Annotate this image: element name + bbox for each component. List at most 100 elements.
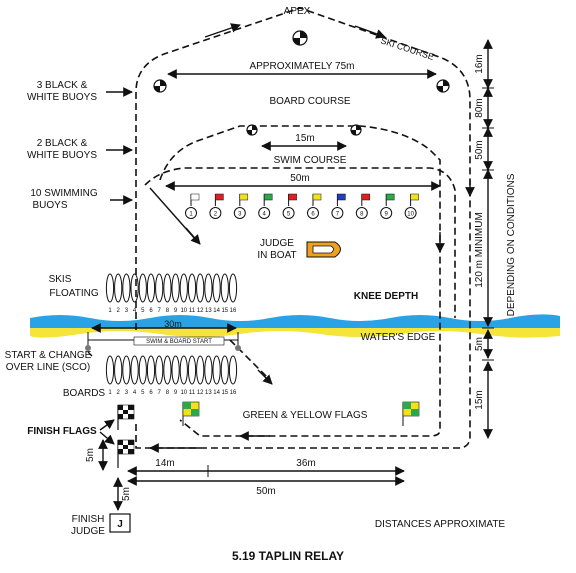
right-corner-buoy-icon xyxy=(436,79,450,93)
board-number: 2 xyxy=(117,390,121,396)
buoy-flag-icon xyxy=(190,193,200,201)
label-right-50m: 50m xyxy=(474,140,485,159)
ski-number: 12 xyxy=(197,308,204,314)
board-number: 3 xyxy=(125,390,129,396)
ski-icon xyxy=(196,273,205,303)
label-swim-board-start: SWIM & BOARD START xyxy=(146,339,212,345)
label-distances-approx: DISTANCES APPROXIMATE xyxy=(375,519,506,530)
buoy-circle xyxy=(185,207,197,219)
buoy-circle xyxy=(355,207,368,219)
label-sco-1: START & CHANGE xyxy=(5,350,92,361)
ski-number: 9 xyxy=(174,308,178,314)
board-icon xyxy=(187,355,197,385)
buoy-number: 2 xyxy=(214,212,218,218)
label-depending: DEPENDING ON CONDITIONS xyxy=(506,173,517,316)
arrow-sco xyxy=(87,351,93,357)
buoy-flag-icon xyxy=(410,193,419,201)
finish-flag-bottom-icon xyxy=(117,439,135,468)
buoy-flag-icon xyxy=(312,193,322,201)
ski-number: 14 xyxy=(213,308,220,314)
buoy-number: 7 xyxy=(336,212,340,218)
buoy-number: 4 xyxy=(263,212,267,218)
buoy-circle xyxy=(307,207,319,219)
board-number: 14 xyxy=(213,390,220,396)
label-swim-course: SWIM COURSE xyxy=(274,155,347,166)
label-boards: BOARDS xyxy=(63,388,106,399)
label-3-buoys-2: WHITE BUOYS xyxy=(27,92,97,103)
label-3-buoys-1: 3 BLACK & xyxy=(37,80,88,91)
arrow-finish-flag-top xyxy=(99,419,115,431)
buoy-number: 8 xyxy=(360,212,364,218)
board-icon xyxy=(146,355,156,385)
label-50m-bottom: 50m xyxy=(256,486,275,497)
label-14m: 14m xyxy=(155,458,174,469)
buoy-flag-icon xyxy=(337,193,346,201)
label-green-yellow-flags: GREEN & YELLOW FLAGS xyxy=(243,410,368,421)
label-knee-depth: KNEE DEPTH xyxy=(354,291,418,302)
swim-board-start-box xyxy=(133,336,225,346)
ski-icon xyxy=(146,273,156,303)
ski-number: 15 xyxy=(221,308,228,314)
board-icon xyxy=(212,355,221,385)
swim-course-path xyxy=(144,167,456,318)
swim-buoy-7: 7 xyxy=(331,193,346,219)
ski-number: 11 xyxy=(189,308,196,314)
board-icon xyxy=(138,355,147,385)
label-board-course: BOARD COURSE xyxy=(269,96,350,107)
label-skis-2: FLOATING xyxy=(49,288,98,299)
buoy-number: 6 xyxy=(311,212,315,218)
finish-flag-top-icon xyxy=(117,404,135,430)
apex-buoy-icon xyxy=(292,30,308,46)
board-icon xyxy=(163,355,172,385)
label-2-buoys-1: 2 BLACK & xyxy=(37,138,88,149)
swim-buoy-9: 9 xyxy=(380,193,395,219)
label-36m: 36m xyxy=(296,458,315,469)
label-right-80m: 80m xyxy=(474,98,485,117)
label-finish-judge-1: FINISH xyxy=(72,514,105,525)
label-right-16m: 16m xyxy=(474,54,485,73)
ski-icon xyxy=(187,273,197,303)
board-icon xyxy=(220,355,229,385)
ski-icon xyxy=(212,273,221,303)
judge-boat-icon xyxy=(306,241,341,258)
label-2-buoys-2: WHITE BUOYS xyxy=(27,150,97,161)
right-dimension-scale xyxy=(482,39,494,439)
ski-icon xyxy=(179,273,188,303)
board-icon xyxy=(179,355,188,385)
ski-number: 5 xyxy=(141,308,145,314)
board-number: 5 xyxy=(141,390,145,396)
left-corner-buoy-icon xyxy=(153,79,167,93)
ski-icon xyxy=(204,273,213,303)
swim-buoy-2: 2 xyxy=(209,193,224,219)
label-finish-flags: FINISH FLAGS xyxy=(27,426,97,437)
swim-buoy-3: 3 xyxy=(233,193,249,219)
ski-course-path xyxy=(135,7,471,449)
label-5m-judge: 5m xyxy=(121,487,132,501)
label-75m: APPROXIMATELY 75m xyxy=(249,61,354,72)
caption: 5.19 TAPLIN RELAY xyxy=(232,549,344,563)
green-yellow-flag-left-icon xyxy=(182,401,200,426)
board-number: 16 xyxy=(230,390,237,396)
buoy-number: 10 xyxy=(407,212,414,218)
ski-icon xyxy=(171,273,180,303)
ski-icon xyxy=(155,273,164,303)
board-number: 10 xyxy=(180,390,187,396)
swim-buoy-1: 1 xyxy=(185,193,200,219)
ski-icon xyxy=(114,273,123,303)
ski-number: 3 xyxy=(125,308,129,314)
label-in-boat: IN BOAT xyxy=(257,250,296,261)
ski-arrow-1 xyxy=(204,23,241,38)
ski-number: 1 xyxy=(108,308,112,314)
buoy-circle xyxy=(233,207,246,219)
buoy-flag-icon xyxy=(239,193,249,201)
buoy-circle xyxy=(258,207,271,219)
ski-icon xyxy=(163,273,172,303)
board-number: 15 xyxy=(221,390,228,396)
label-swim-buoys-2: BUOYS xyxy=(32,200,67,211)
label-waters-edge: WATER'S EDGE xyxy=(361,332,436,343)
label-sco-2: OVER LINE (SCO) xyxy=(6,362,90,373)
board-icon xyxy=(204,355,213,385)
swim-buoy-10: 10 xyxy=(404,193,419,219)
